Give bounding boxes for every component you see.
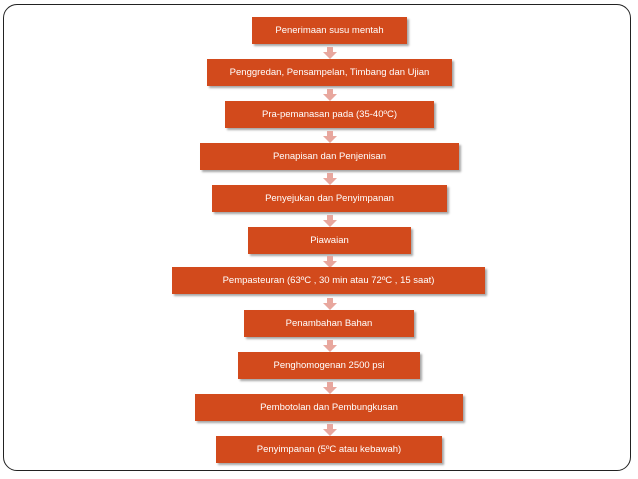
- step-3-pra-pemanasan: Pra-pemanasan pada (35-40ºC): [225, 101, 434, 128]
- arrow-down-icon: [323, 173, 337, 185]
- arrow-down-icon: [323, 340, 337, 352]
- step-6-piawaian: Piawaian: [248, 227, 411, 254]
- arrow-down-icon: [323, 424, 337, 436]
- arrow-down-icon: [323, 89, 337, 101]
- step-4-penapisan: Penapisan dan Penjenisan: [200, 143, 459, 170]
- slide-frame: [3, 4, 631, 471]
- arrow-down-icon: [323, 47, 337, 59]
- arrow-down-icon: [323, 131, 337, 143]
- step-9-penghomogenan: Penghomogenan 2500 psi: [238, 352, 420, 379]
- step-7-pempasteuran: Pempasteuran (63ºC , 30 min atau 72ºC , …: [172, 267, 485, 294]
- step-5-penyejukan: Penyejukan dan Penyimpanan: [212, 185, 447, 212]
- arrow-down-icon: [323, 256, 337, 268]
- step-11-penyimpanan: Penyimpanan (5ºC atau kebawah): [216, 436, 442, 463]
- arrow-down-icon: [323, 382, 337, 394]
- arrow-down-icon: [323, 215, 337, 227]
- step-10-pembotolan: Pembotolan dan Pembungkusan: [195, 394, 463, 421]
- arrow-down-icon: [323, 298, 337, 310]
- step-8-penambahan: Penambahan Bahan: [244, 310, 414, 337]
- step-1-penerimaan: Penerimaan susu mentah: [252, 17, 407, 44]
- step-2-penggredan: Penggredan, Pensampelan, Timbang dan Uji…: [207, 59, 452, 86]
